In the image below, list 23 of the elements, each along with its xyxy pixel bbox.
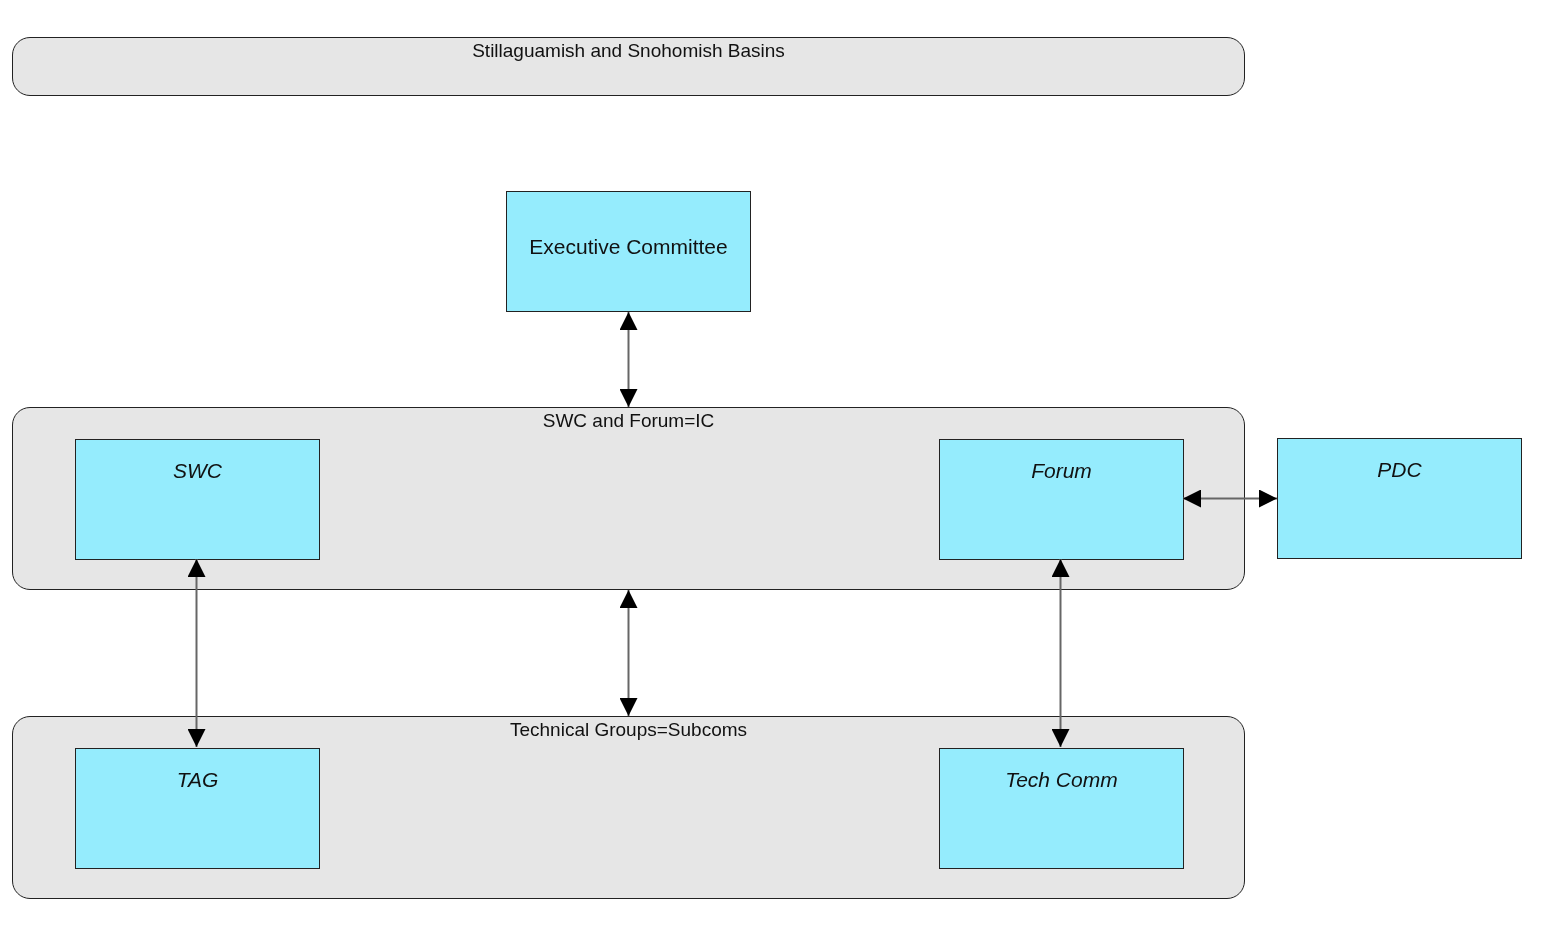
group-title: Technical Groups=Subcoms xyxy=(508,718,749,741)
group-title: SWC and Forum=IC xyxy=(541,409,716,432)
group-band xyxy=(12,37,1245,96)
box-label: PDC xyxy=(1377,457,1422,483)
box-label: Tech Comm xyxy=(1005,767,1118,793)
group-band xyxy=(12,407,1245,590)
box-label: TAG xyxy=(176,767,219,793)
process-box xyxy=(506,191,751,312)
group-title: Stillaguamish and Snohomish Basins xyxy=(471,39,786,62)
process-box xyxy=(939,748,1184,869)
process-box xyxy=(75,748,320,869)
process-box xyxy=(75,439,320,560)
box-label: SWC xyxy=(173,458,222,484)
connector-arrow xyxy=(1182,489,1278,508)
box-label: Forum xyxy=(1031,458,1092,484)
connector-arrow xyxy=(619,589,638,717)
process-box xyxy=(1277,438,1522,559)
group-band xyxy=(12,716,1245,899)
connector-arrow xyxy=(187,558,206,748)
box-label: Executive Committee xyxy=(529,234,728,261)
connector-arrow xyxy=(1051,558,1070,748)
connector-arrow xyxy=(619,311,638,408)
process-box xyxy=(939,439,1184,560)
